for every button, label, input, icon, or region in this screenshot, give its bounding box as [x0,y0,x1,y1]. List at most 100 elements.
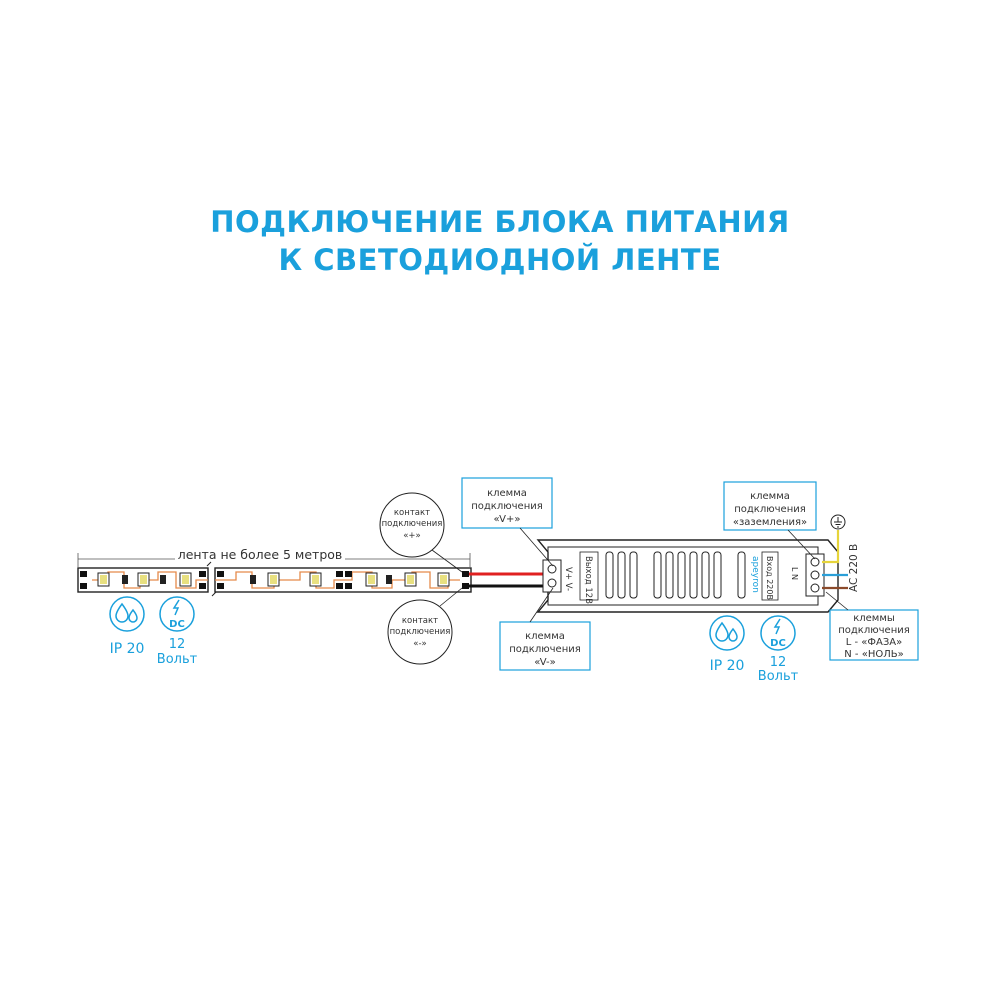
psu-dc-text: DC [770,638,786,649]
callout-v-plus-pointer [519,527,554,567]
led-lens [407,575,414,584]
callout-v-minus: клемма подключения «V-» [499,587,591,671]
contact-minus-line-1: контакт [402,616,438,626]
callout-ground: клемма подключения «заземления» [723,481,817,560]
water-drop-icon-small [728,627,738,642]
strip-voltage-value: 12 [169,637,186,652]
callout-ground-line-2: подключения [734,504,806,515]
callout-ln-line-1: клеммы [853,613,895,624]
psu-voltage-value: 12 [770,655,787,670]
resistor [250,575,256,584]
resistor [160,575,166,584]
callout-ground-line-3: «заземления» [733,517,807,528]
contact-minus-line-3: «-» [413,639,426,649]
contact-plus-pointer [431,549,463,573]
vent-slot [701,551,710,599]
psu-dc-badge: DC 12 Вольт [758,615,799,684]
callout-v-minus-line-3: «V-» [534,657,556,668]
psu-brand: apeyron [750,556,760,593]
led-strip: лента не более 5 метров [77,547,472,597]
psu-input-label: Вход 220В [765,556,774,600]
callout-ln-line-4: N - «НОЛЬ» [844,649,903,660]
contact-plus-bubble: контакт подключения «+» [379,492,463,573]
contact-minus-line-2: подключения [390,627,451,637]
contact-plus-line-1: контакт [394,508,430,518]
contact-minus-circle [387,599,453,665]
callout-ln-box [829,609,919,661]
led-lens [270,575,277,584]
strip-dc-text: DC [169,619,185,630]
callout-ground-pointer [787,529,816,560]
solder-pad-plus [462,571,469,577]
power-supply: V+ V- Выход 12В apeyron Вход 220В L N [536,539,839,613]
vent-slot [665,551,674,599]
callout-v-plus-line-3: «V+» [494,514,521,525]
terminal-screw-l [810,583,820,593]
vent-slot [617,551,626,599]
diagram-title-line-1: ПОДКЛЮЧЕНИЕ БЛОКА ПИТАНИЯ [210,205,790,239]
callout-v-plus-box [461,477,553,529]
wire-ground [822,530,840,564]
callout-ln-line-3: L - «ФАЗА» [846,637,902,648]
contact-plus-line-2: подключения [382,519,443,529]
contact-minus-bubble: контакт подключения «-» [387,587,463,665]
callout-v-minus-line-2: подключения [509,644,581,655]
output-terminal-block [542,559,562,593]
callout-v-plus: клемма подключения «V+» [461,477,554,567]
psu-ip-badge: IP 20 [709,615,745,674]
dimension-label-bg [175,548,345,562]
resistor [122,575,128,584]
led-lens [312,575,319,584]
lightning-icon [172,599,180,616]
callout-v-plus-line-1: клемма [487,488,527,499]
psu-voltage-unit: Вольт [758,669,799,684]
terminal-v-label: V+ V- [563,567,573,591]
solder-pad [345,583,352,589]
diagram-title-line-2: К СВЕТОДИОДНОЙ ЛЕНТЕ [278,243,722,277]
ac-voltage-label: AC 220 В [848,544,860,592]
callout-ln-pointer [825,591,849,611]
water-drop-icon [109,596,145,632]
callout-v-minus-box [499,621,591,671]
input-label-box [761,551,779,601]
terminal-screw-v-minus [547,578,557,588]
callout-ln-line-2: подключения [838,625,910,636]
solder-pad [336,583,343,589]
callout-ground-box [723,481,817,531]
psu-output-label: Выход 12В [583,556,593,604]
contact-minus-pointer [439,587,463,607]
strip-voltage-unit: Вольт [157,652,198,667]
solder-pad [199,583,206,589]
vent-slot [677,551,686,599]
callout-v-minus-pointer [529,587,554,623]
solder-pad [199,571,206,577]
contact-plus-circle [379,492,445,558]
output-label-box [579,551,599,601]
strip-length-label: лента не более 5 метров [178,547,343,562]
vent-slot [737,551,746,599]
vent-slot [605,551,614,599]
dc-circle [159,596,195,632]
callout-ln: клеммы подключения L - «ФАЗА» N - «НОЛЬ» [825,591,919,661]
psu-ip-label: IP 20 [710,658,745,674]
solder-pad [217,583,224,589]
vent-slot [689,551,698,599]
solder-pad [345,571,352,577]
led-lens [440,575,447,584]
terminal-ln-label: L N [790,567,799,580]
psu-vents [605,551,746,599]
water-drop-icon-small [128,608,138,623]
strip-ip-label: IP 20 [110,641,145,657]
terminal-screw-ground [810,557,820,567]
water-drop-icon-large [115,602,129,623]
solder-pad [80,583,87,589]
led-lens [100,575,107,584]
vent-slot [713,551,722,599]
solder-pad [336,571,343,577]
vent-slot [653,551,662,599]
water-drop-icon [715,621,729,642]
solder-pad [80,571,87,577]
led-lens [140,575,147,584]
psu-water-circle [709,615,745,651]
